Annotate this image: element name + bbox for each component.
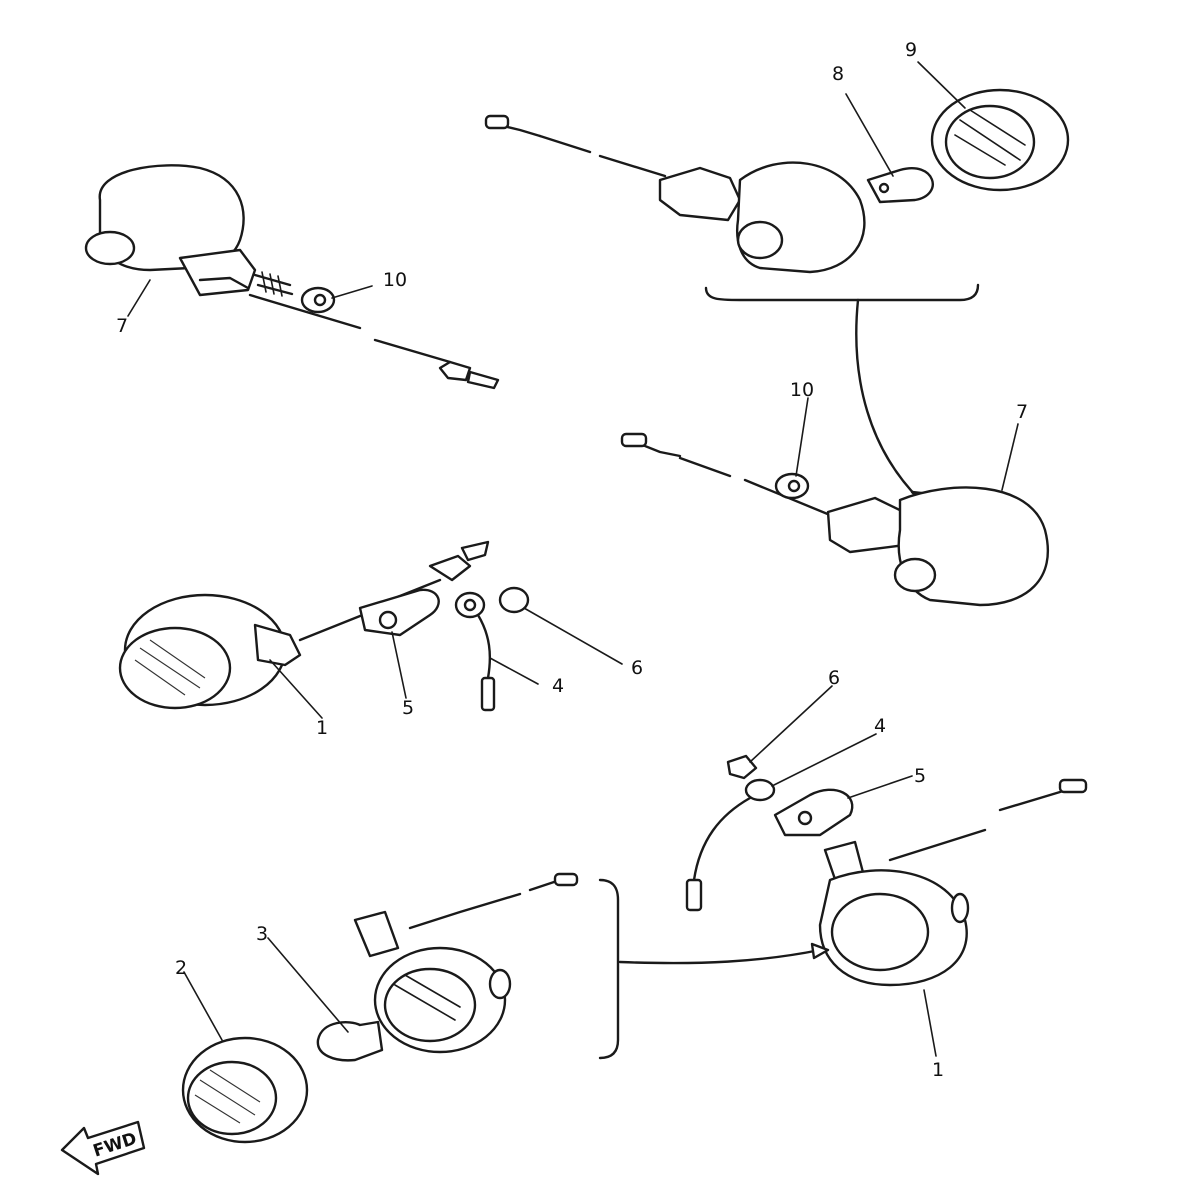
ground-lead-4-upper bbox=[454, 591, 496, 712]
callout-7-upper: 7 bbox=[116, 315, 128, 337]
front-left-lamp bbox=[118, 540, 490, 710]
callout-10-lower: 10 bbox=[790, 379, 814, 401]
callout-5-upper: 5 bbox=[402, 697, 414, 719]
callout-6-lower: 6 bbox=[828, 667, 840, 689]
leader-lines bbox=[127, 61, 1019, 1057]
callout-10-upper: 10 bbox=[383, 269, 407, 291]
nut-10-lower bbox=[774, 472, 810, 500]
assembly-arrow-lower bbox=[618, 948, 822, 965]
bulb-8-upper bbox=[866, 167, 934, 204]
callout-labels: 9 8 10 7 10 7 6 4 5 1 6 4 5 3 2 1 bbox=[116, 39, 1028, 1081]
callout-4-upper: 4 bbox=[552, 675, 564, 697]
cap-6-lower bbox=[726, 754, 758, 780]
callout-1-upper: 1 bbox=[316, 717, 328, 739]
arrow-head-lower bbox=[810, 942, 830, 960]
callout-5-lower: 5 bbox=[914, 765, 926, 787]
rear-left-lamp-assembly bbox=[84, 164, 500, 390]
front-right-lamp bbox=[818, 778, 1088, 987]
callout-4-lower: 4 bbox=[874, 715, 886, 737]
bracket-5-lower bbox=[773, 788, 854, 837]
assembly-arrow-upper bbox=[855, 298, 922, 502]
bulb-3 bbox=[316, 1020, 384, 1062]
callout-8: 8 bbox=[832, 63, 844, 85]
callout-6-upper: 6 bbox=[631, 657, 643, 679]
callout-2: 2 bbox=[175, 957, 187, 979]
cap-6-upper bbox=[498, 586, 530, 614]
fwd-marker: FWD bbox=[60, 1120, 146, 1176]
bracket-5-upper bbox=[358, 588, 440, 637]
bracket-upper-right bbox=[704, 283, 980, 302]
callout-3: 3 bbox=[256, 923, 268, 945]
left-arrow-icon bbox=[60, 1120, 146, 1176]
callout-7-lower: 7 bbox=[1016, 401, 1028, 423]
rear-right-lamp-exploded bbox=[484, 114, 866, 274]
nut-10-upper bbox=[300, 286, 336, 314]
lens-2 bbox=[181, 1036, 309, 1144]
callout-9: 9 bbox=[905, 39, 917, 61]
rim-9 bbox=[930, 88, 1070, 192]
bracket-lower bbox=[598, 878, 620, 1060]
front-lamp-housing bbox=[353, 872, 579, 1054]
ground-lead-4-lower bbox=[685, 778, 776, 912]
callout-1-lower: 1 bbox=[932, 1059, 944, 1081]
rear-right-lamp-assembled bbox=[620, 432, 1050, 607]
